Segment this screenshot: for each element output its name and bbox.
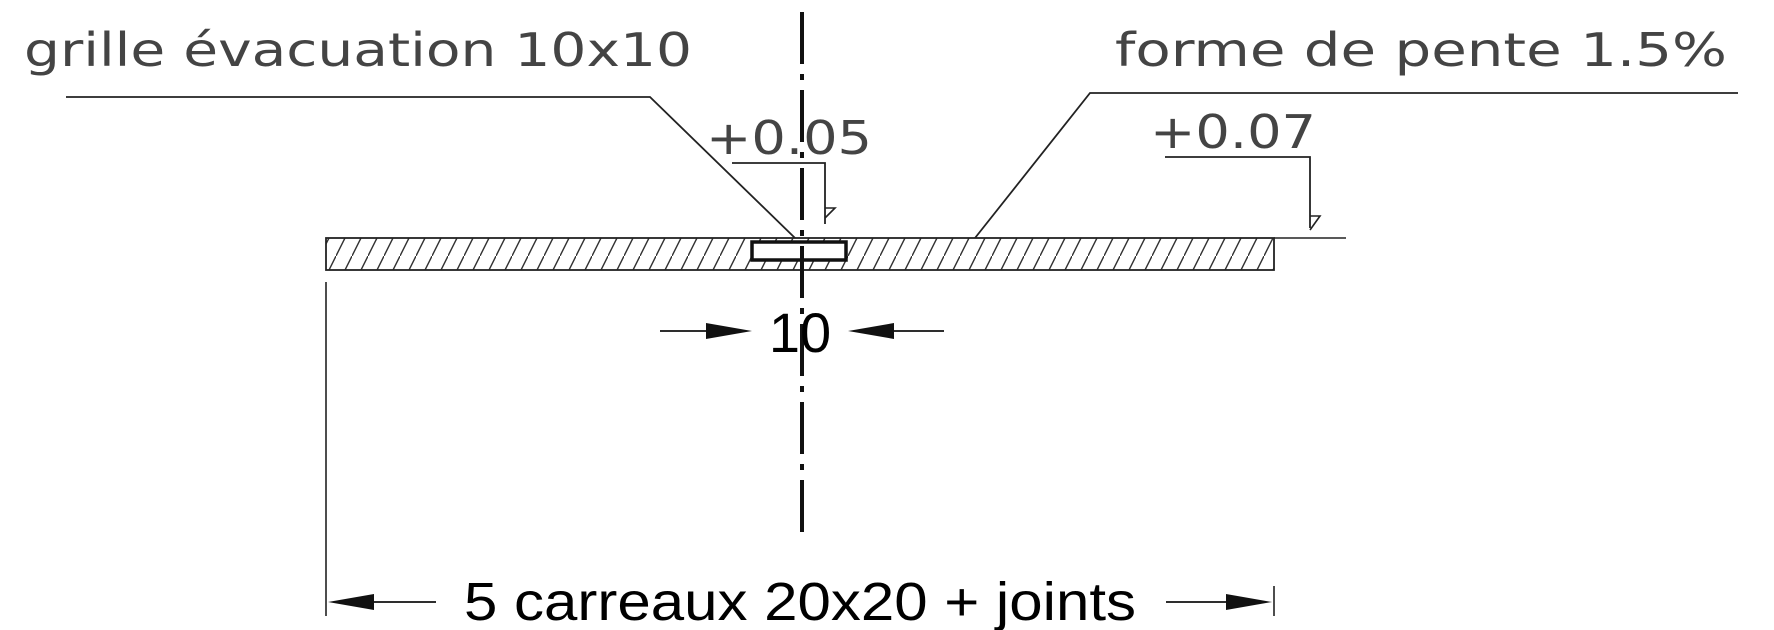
leader-grille <box>66 96 796 239</box>
leader-pente <box>974 92 1738 239</box>
label-forme-de-pente: forme de pente 1.5% <box>1115 23 1727 77</box>
dim-total-value: 5 carreaux 20x20 + joints <box>464 572 1136 630</box>
dim-total-width <box>328 594 1272 610</box>
level-triangle-left <box>824 207 837 219</box>
dim-drain-width <box>660 323 944 339</box>
level-triangle-right <box>1309 215 1322 231</box>
level-mark-right: +0.07 <box>1150 105 1316 159</box>
dim-drain-value: 10 <box>769 301 831 364</box>
label-grille-evacuation: grille évacuation 10x10 <box>24 23 692 77</box>
level-leader-right <box>1165 156 1311 228</box>
drain-grille <box>750 240 848 262</box>
level-leader-left <box>732 162 826 224</box>
level-mark-left: +0.05 <box>706 111 872 165</box>
